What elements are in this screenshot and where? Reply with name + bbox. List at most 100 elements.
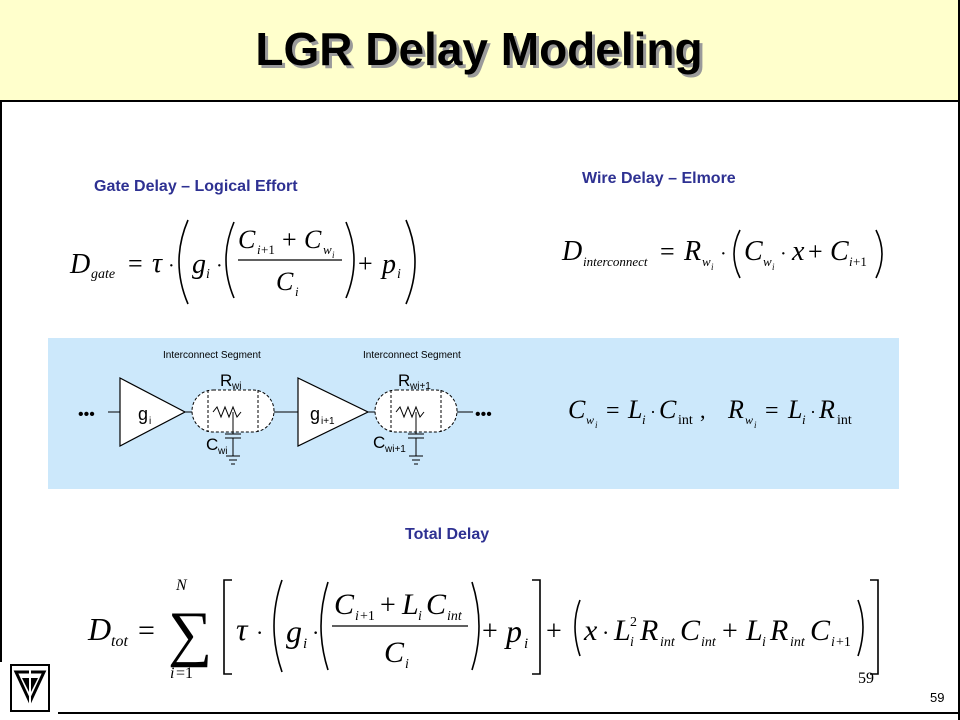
svg-text:L: L [787,395,802,424]
svg-text:D: D [69,249,90,280]
c-2-label: C [373,433,385,452]
svg-text:R: R [818,395,835,424]
svg-text:i: i [802,412,806,427]
svg-text:·: · [216,255,223,277]
total-delay-equation: D tot = ∑ N i=1 τ · g i · C i+1 + L i C … [87,577,879,682]
svg-text:interconnect: interconnect [583,254,648,269]
svg-text:N: N [175,577,188,594]
svg-text:D: D [561,236,582,267]
svg-text:i: i [772,262,775,272]
svg-text:+: + [722,616,738,647]
svg-text:w: w [745,413,753,427]
slide-frame-right [958,0,960,720]
svg-text:τ: τ [236,611,249,647]
svg-text:=: = [138,614,155,647]
svg-text:i: i [397,267,401,282]
svg-text:i: i [754,420,757,430]
svg-text:C: C [426,588,447,621]
svg-text:p: p [504,613,522,649]
svg-text:i: i [524,636,528,652]
page-number: 59 [930,690,945,705]
gate-i-buffer [119,377,187,447]
resistor-2-icon [395,405,425,419]
svg-text:·: · [780,243,787,265]
gate-delay-heading: Gate Delay – Logical Effort [94,178,298,195]
gate-1-label: g [138,404,148,424]
slide-title: LGR Delay Modeling [255,23,703,75]
resistor-1-icon [212,405,242,419]
svg-text:i: i [642,412,646,427]
svg-text:+: + [546,616,562,647]
svg-text:=: = [765,398,779,424]
svg-text:R: R [639,614,658,647]
svg-text:L: L [401,588,419,621]
svg-text:i: i [630,635,634,650]
svg-text:i: i [355,609,359,624]
svg-text:=1: =1 [176,665,193,682]
svg-text:i: i [303,636,307,652]
svg-text:L: L [745,614,763,647]
svg-text:D: D [87,611,111,647]
segment-label-2: Interconnect Segment [363,350,461,361]
svg-text:i: i [831,635,835,650]
r-1-sub: wi [231,381,241,392]
svg-text:·: · [256,620,263,645]
svg-text:C: C [830,236,849,267]
slide-frame-left [0,102,958,662]
svg-text:x: x [791,236,805,267]
svg-text:C: C [384,636,405,669]
svg-text:gate: gate [91,267,115,282]
svg-text:=: = [128,249,143,278]
svg-text:R: R [683,236,701,267]
svg-text:g: g [192,249,206,280]
svg-text:+: + [282,225,297,254]
svg-text:int: int [701,635,717,650]
r-2-label: R [398,371,410,390]
svg-text:C: C [659,395,677,424]
gate-1-sub: i [149,416,151,427]
svg-text:2: 2 [630,615,637,630]
svg-text:i: i [418,609,422,624]
svg-text:+1: +1 [836,635,851,650]
svg-text:,: , [700,398,706,423]
svg-text:·: · [312,620,319,645]
gate-i1-buffer [297,377,370,447]
svg-text:L: L [627,395,642,424]
svg-text:+: + [358,249,373,278]
svg-text:C: C [334,588,355,621]
svg-text:x: x [583,614,598,647]
svg-text:tot: tot [111,633,128,650]
svg-text:i: i [711,262,714,272]
svg-text:int: int [837,413,852,428]
svg-text:C: C [810,614,831,647]
svg-text:+: + [808,237,823,266]
svg-text:C: C [568,395,586,424]
gate-2-label: g [310,404,320,424]
c-1-label: C [206,435,218,454]
svg-text:C: C [680,614,701,647]
svg-text:w: w [763,254,772,269]
leading-ellipsis: ••• [78,406,95,423]
c-2-sub: wi+1 [384,444,406,455]
svg-text:int: int [447,609,463,624]
svg-text:R: R [727,395,744,424]
interconnect-circuit-diagram: Interconnect Segment Interconnect Segmen… [78,350,852,465]
svg-text:L: L [613,614,631,647]
c-1-sub: wi [217,446,227,457]
svg-text:p: p [380,249,396,280]
svg-text:∑: ∑ [168,600,212,668]
svg-text:w: w [586,413,594,427]
footer-divider [58,712,958,714]
svg-text:i: i [849,254,853,269]
svg-text:·: · [810,402,816,422]
gate-2-sub: i+1 [321,416,335,427]
svg-text:i: i [405,657,409,672]
segment-label-1: Interconnect Segment [163,350,261,361]
svg-text:·: · [720,243,727,265]
total-delay-heading: Total Delay [405,526,490,543]
svg-text:R: R [769,614,788,647]
page-number-serif: 59 [858,670,874,687]
svg-text:τ: τ [152,248,163,279]
